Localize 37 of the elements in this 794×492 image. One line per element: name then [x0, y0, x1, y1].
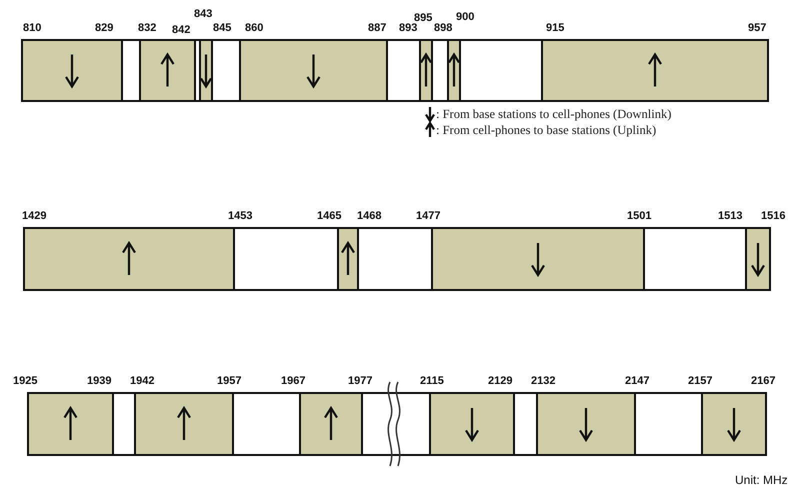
frequency-label: 832 [138, 22, 156, 34]
frequency-label: 1501 [627, 210, 652, 222]
legend-text: : From cell-phones to base stations (Uplink) [436, 123, 656, 137]
frequency-label: 2167 [751, 375, 776, 387]
frequency-label: 1942 [130, 375, 154, 387]
frequency-label: 1477 [416, 210, 440, 222]
unit-label: Unit: MHz [735, 474, 788, 486]
frequency-label: 895 [414, 12, 432, 24]
frequency-label: 1429 [22, 210, 46, 222]
frequency-label: 2129 [488, 375, 512, 387]
frequency-label: 843 [194, 8, 212, 20]
frequency-label: 1513 [718, 210, 742, 222]
frequency-label: 1925 [13, 375, 38, 387]
frequency-label: 860 [245, 22, 264, 34]
frequency-label: 1453 [228, 210, 252, 222]
frequency-label: 887 [368, 22, 386, 34]
frequency-label: 2132 [531, 375, 556, 387]
frequency-label: 915 [546, 22, 564, 34]
frequency-label: 842 [172, 24, 190, 36]
frequency-label: 1465 [317, 210, 342, 222]
frequency-label: 900 [456, 11, 474, 23]
legend-text: : From base stations to cell-phones (Downlink) [436, 107, 672, 121]
frequency-label: 1939 [87, 375, 112, 387]
frequency-label: 893 [399, 22, 418, 34]
frequency-label: 1468 [357, 210, 382, 222]
frequency-label: 2115 [420, 375, 444, 387]
frequency-label: 957 [748, 22, 766, 34]
frequency-label: 1967 [281, 375, 306, 387]
frequency-label: 1977 [348, 375, 372, 387]
frequency-label: 845 [213, 22, 232, 34]
frequency-label: 829 [95, 22, 114, 34]
frequency-label: 2157 [688, 375, 712, 387]
frequency-label: 2147 [625, 375, 650, 387]
frequency-label: 1957 [217, 375, 242, 387]
frequency-label: 1516 [761, 210, 786, 222]
frequency-label: 810 [23, 22, 42, 34]
frequency-label: 898 [434, 22, 452, 34]
